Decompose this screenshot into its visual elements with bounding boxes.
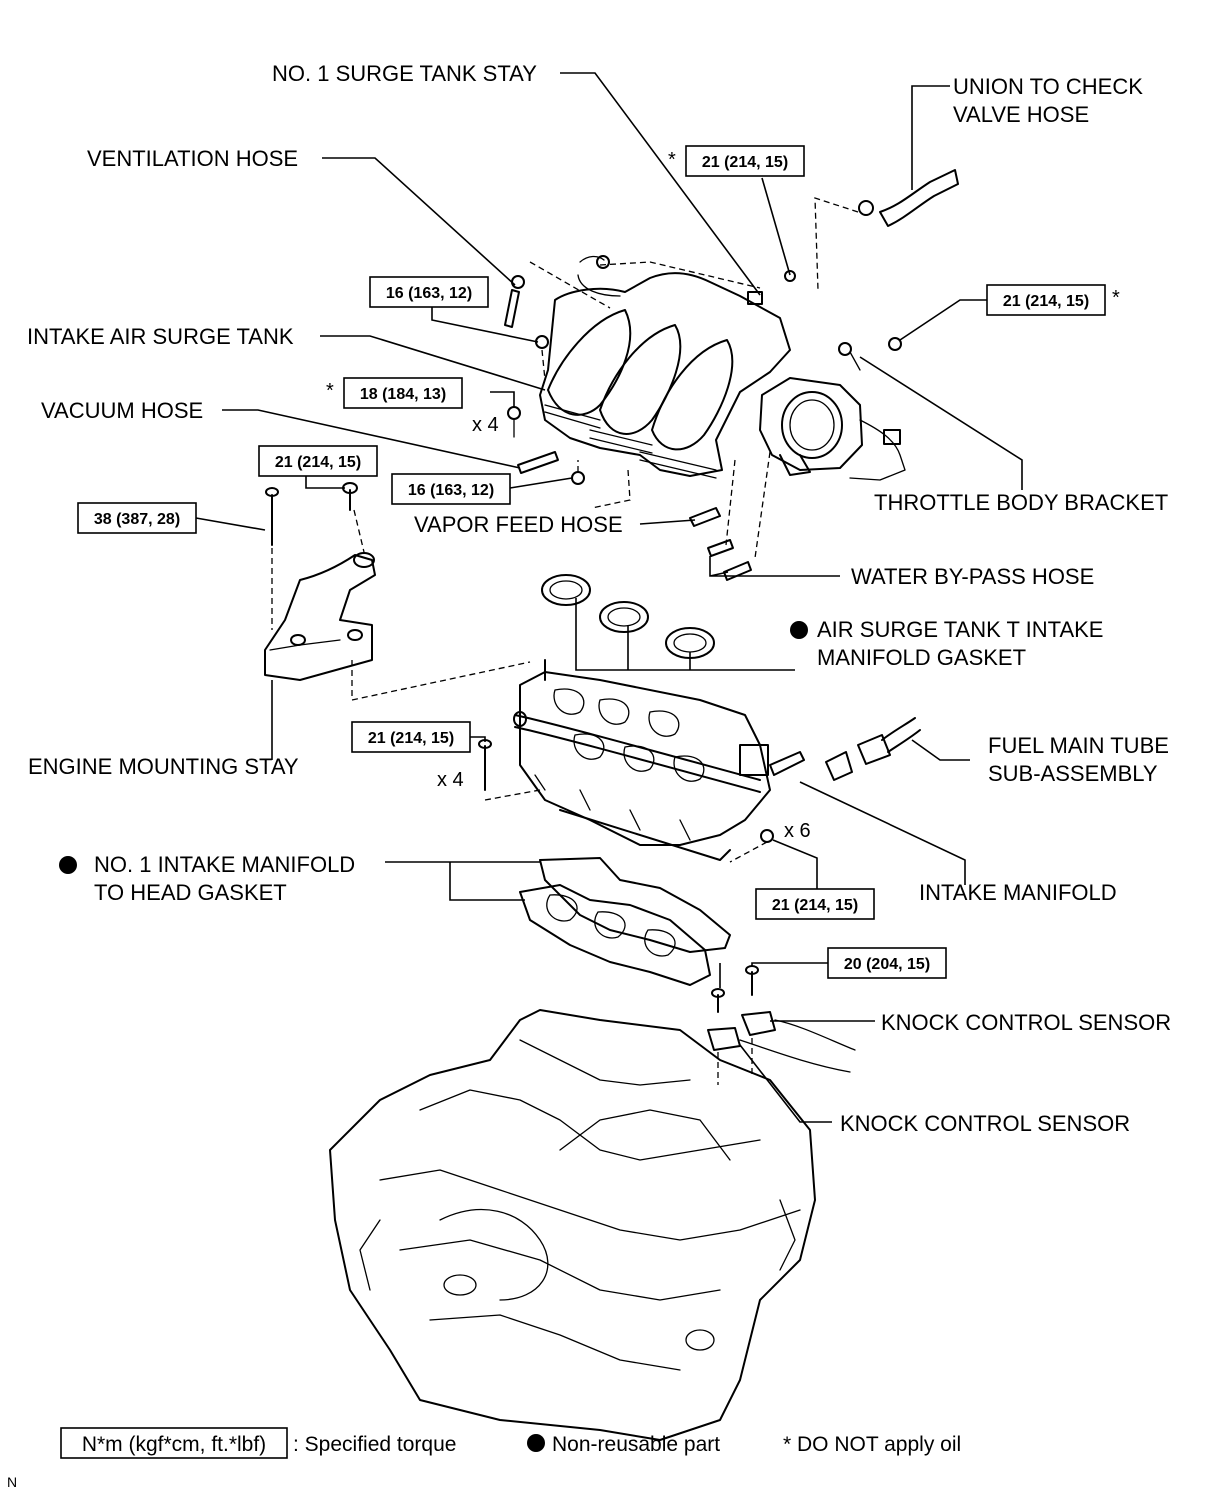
part-labels: NO. 1 SURGE TANK STAY UNION TO CHECK VAL… — [27, 61, 1171, 1136]
torque-manifold-nuts: 21 (214, 15) — [772, 897, 858, 914]
label-union-to-check-valve-hose-line1: UNION TO CHECK — [953, 74, 1143, 99]
union-to-check-valve-hose — [814, 169, 959, 291]
label-no1-intake-manifold-gasket-line2: TO HEAD GASKET — [94, 880, 287, 905]
label-vacuum-hose: VACUUM HOSE — [41, 398, 203, 423]
no-oil-mark-surge-stay: * — [668, 149, 676, 171]
leader-lines — [195, 72, 1023, 1123]
knock-control-sensors — [707, 965, 856, 1085]
label-fuel-main-tube-line2: SUB-ASSEMBLY — [988, 761, 1158, 786]
label-ventilation-hose: VENTILATION HOSE — [87, 146, 298, 171]
intake-air-surge-tank — [529, 255, 796, 509]
intake-manifold — [478, 659, 805, 863]
engine-block — [329, 1009, 816, 1441]
torque-knock-sensor: 20 (204, 15) — [844, 956, 930, 973]
label-no1-intake-manifold-gasket-line1: NO. 1 INTAKE MANIFOLD — [94, 852, 355, 877]
no-oil-mark-throttle: * — [1112, 287, 1120, 309]
torque-surge-nut-upper: 16 (163, 12) — [386, 285, 472, 302]
label-knock-control-sensor-lower: KNOCK CONTROL SENSOR — [840, 1111, 1130, 1136]
nonreusable-dot-surge-gasket — [790, 621, 808, 639]
torque-surge-bolts: 18 (184, 13) — [360, 386, 446, 403]
nonreusable-dot-head-gasket — [59, 856, 77, 874]
torque-surge-nut-lower: 16 (163, 12) — [408, 482, 494, 499]
label-intake-manifold: INTAKE MANIFOLD — [919, 880, 1117, 905]
legend-torque-unit: N*m (kgf*cm, ft.*lbf) — [82, 1433, 266, 1456]
label-fuel-main-tube-line1: FUEL MAIN TUBE — [988, 733, 1169, 758]
torque-manifold-bolts: 21 (214, 15) — [368, 730, 454, 747]
label-vapor-feed-hose: VAPOR FEED HOSE — [414, 512, 623, 537]
label-no1-surge-tank-stay: NO. 1 SURGE TANK STAY — [272, 61, 537, 86]
qty-surge-bolts: x 4 — [472, 414, 499, 436]
legend-torque-text: : Specified torque — [293, 1433, 456, 1456]
small-hoses — [504, 275, 721, 527]
legend: N*m (kgf*cm, ft.*lbf) : Specified torque… — [60, 1427, 961, 1459]
label-water-bypass-hose: WATER BY-PASS HOSE — [851, 564, 1094, 589]
corner-letter: N — [7, 1474, 17, 1490]
marks: * * * x 4 x 4 x 6 — [326, 149, 1120, 842]
label-union-to-check-valve-hose-line2: VALVE HOSE — [953, 102, 1089, 127]
qty-manifold-nuts: x 6 — [784, 820, 811, 842]
legend-nonreusable-text: Non-reusable part — [552, 1433, 720, 1456]
engine-mounting-stay — [264, 482, 531, 701]
torque-throttle-bracket: 21 (214, 15) — [1003, 293, 1089, 310]
label-throttle-body-bracket: THROTTLE BODY BRACKET — [874, 490, 1168, 515]
torque-surge-stay: 21 (214, 15) — [702, 154, 788, 171]
legend-no-oil-text: * DO NOT apply oil — [783, 1433, 961, 1456]
label-air-surge-tank-gasket-line2: MANIFOLD GASKET — [817, 645, 1026, 670]
fuel-main-tube — [825, 717, 921, 781]
label-engine-mounting-stay: ENGINE MOUNTING STAY — [28, 754, 299, 779]
legend-nonreusable-dot — [527, 1434, 545, 1452]
no1-intake-manifold-gasket — [519, 857, 731, 986]
water-bypass-hoses — [707, 451, 771, 581]
torque-mount-stay-bolt: 38 (387, 28) — [94, 511, 180, 528]
label-air-surge-tank-gasket-line1: AIR SURGE TANK T INTAKE — [817, 617, 1103, 642]
no-oil-mark-surge-bolts: * — [326, 380, 334, 402]
torque-mount-stay-nut: 21 (214, 15) — [275, 454, 361, 471]
throttle-body — [759, 337, 906, 481]
torque-specs: 21 (214, 15) 21 (214, 15) 16 (163, 12) 1… — [77, 145, 1106, 979]
label-intake-air-surge-tank: INTAKE AIR SURGE TANK — [27, 324, 294, 349]
label-knock-control-sensor-upper: KNOCK CONTROL SENSOR — [881, 1010, 1171, 1035]
qty-manifold-bolts: x 4 — [437, 769, 464, 791]
